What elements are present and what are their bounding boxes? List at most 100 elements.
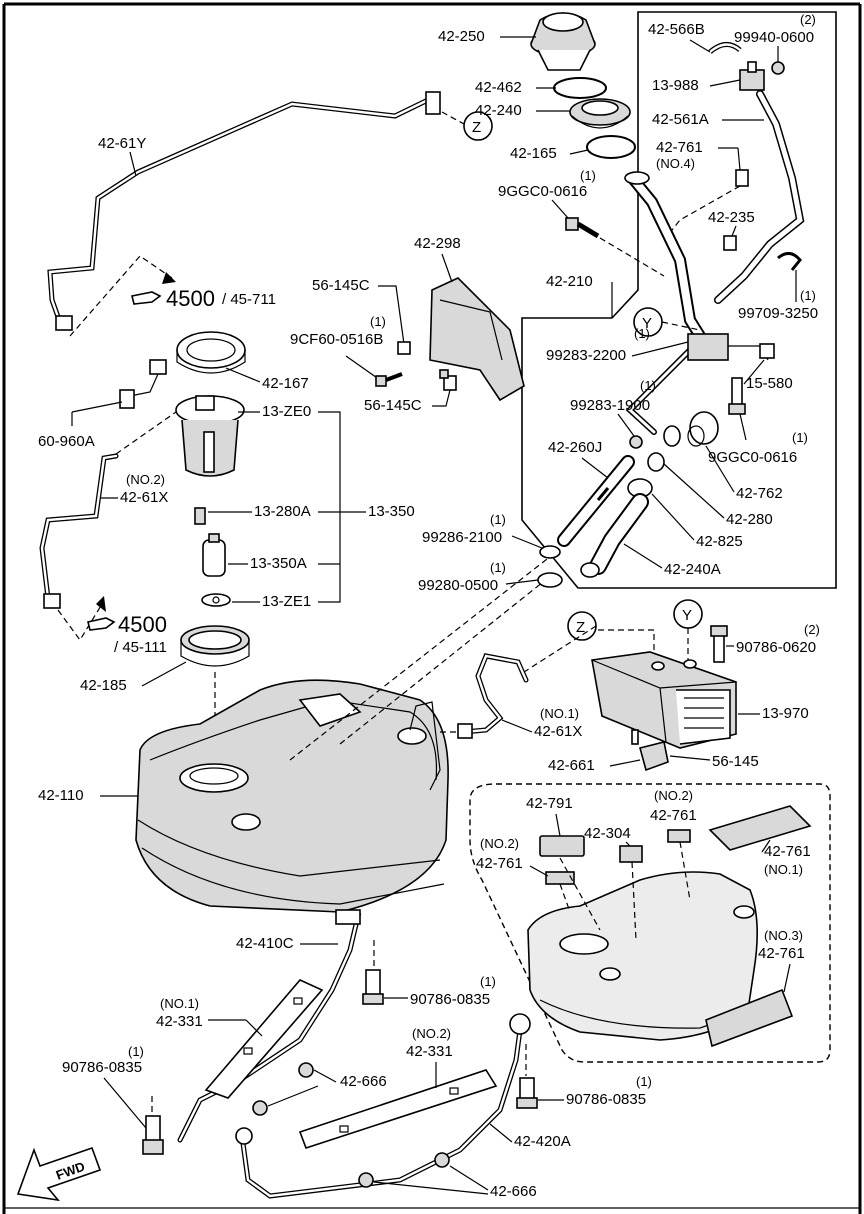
- pressure-regulator-13-280a: [194, 507, 206, 525]
- bolt-9ggc0-0616-a: [565, 217, 600, 239]
- label-42-110: 42-110: [38, 787, 84, 804]
- dash-pad-761-no2b: [559, 883, 571, 913]
- leader-z-top: [441, 111, 465, 125]
- leader-42-791: [555, 813, 561, 837]
- leader-99286: [511, 535, 543, 549]
- ref-4500-top: 4500: [166, 286, 215, 311]
- callout-z-top: [463, 111, 493, 141]
- pad-42-791: [539, 835, 585, 857]
- forward-arrow-icon: [16, 1146, 102, 1202]
- leader-42-761-no3: [783, 963, 791, 993]
- leader-99283-2200: [631, 341, 689, 357]
- label-56-145c-a: 56-145C: [312, 277, 370, 294]
- gasket-42-185: [180, 625, 250, 667]
- label-99709-3250: 99709-3250: [738, 305, 818, 322]
- label-90786-0835-c: 90786-0835: [566, 1091, 646, 1108]
- hose-42-240a: [580, 493, 649, 578]
- qty-99280: (1): [490, 560, 506, 575]
- fuel-cap-42-250: [530, 12, 596, 71]
- label-42-410c: 42-410C: [236, 935, 294, 952]
- filler-pipe-inset-box: [521, 11, 837, 589]
- fuel-pipe-42-61x-no2: [39, 453, 119, 609]
- label-13-970: 13-970: [762, 705, 809, 722]
- lock-ring-42-167: [176, 331, 246, 374]
- label-42-666-b: 42-666: [490, 1183, 537, 1200]
- label-42-761-no2-b: 42-761: [476, 855, 523, 872]
- callout-z-top-text: Z: [472, 119, 481, 136]
- label-42-761-no2-a: 42-761: [650, 807, 697, 824]
- label-42-661: 42-661: [548, 757, 595, 774]
- bracket-42-298: [429, 277, 525, 402]
- label-13-988: 13-988: [652, 77, 699, 94]
- label-90786-0835-b: 90786-0835: [62, 1059, 142, 1076]
- qty-90786-0620: (2): [804, 622, 820, 637]
- leader-13-988: [709, 79, 741, 87]
- clip-99940-0600: [771, 61, 785, 75]
- qty-90786-0835-c: (1): [636, 1074, 652, 1089]
- label-42-167: 42-167: [262, 375, 309, 392]
- label-99283-2200: 99283-2200: [546, 347, 626, 364]
- qty-42-761-no1: (NO.1): [764, 862, 803, 877]
- label-42-462: 42-462: [475, 79, 522, 96]
- leader-42-825: [651, 493, 695, 541]
- label-13-ze1: 13-ZE1: [262, 593, 311, 610]
- dash-tank-to-clamp: [289, 551, 557, 761]
- leader-42-761-no4-b: [737, 147, 741, 171]
- label-42-185: 42-185: [80, 677, 127, 694]
- dash-z-to-pipe: [523, 625, 597, 673]
- label-42-210: 42-210: [546, 273, 593, 290]
- leader-60-960a-h: [71, 401, 123, 413]
- callout-y-inset-text: Y: [642, 315, 652, 332]
- label-90786-0835-a: 90786-0835: [410, 991, 490, 1008]
- label-42-280: 42-280: [726, 511, 773, 528]
- filter-13-ze1: [201, 593, 231, 607]
- bolt-90786-0835-b: [142, 1115, 164, 1155]
- leader-42-666-a: [313, 1069, 337, 1083]
- leader-42-260j: [581, 457, 609, 479]
- leader-42-666-b-2: [373, 1181, 489, 1195]
- insulator-42-331-no2: [298, 1069, 498, 1149]
- leader-42-566b: [689, 39, 711, 53]
- fuel-pump-module-13-ze0: [175, 395, 245, 477]
- connector-60-960a: [119, 359, 167, 409]
- gasket-42-462: [553, 77, 607, 99]
- qty-9ggc0-b: (1): [792, 430, 808, 445]
- fuel-pump-13-350a: [202, 533, 226, 577]
- label-99940-0600: 99940-0600: [734, 29, 814, 46]
- qty-99940: (2): [800, 12, 816, 27]
- label-42-298: 42-298: [414, 235, 461, 252]
- ref-4500-mid: 4500: [118, 612, 167, 637]
- label-42-666-a: 42-666: [340, 1073, 387, 1090]
- strap-42-420a: [235, 1013, 531, 1199]
- label-90786-0620: 90786-0620: [736, 639, 816, 656]
- vent-pipe-42-61y: [47, 91, 441, 331]
- ref-45-711: / 45-711: [222, 291, 276, 308]
- leader-42-61x-no1: [501, 719, 533, 733]
- leader-y-inset: [661, 321, 701, 331]
- label-42-235: 42-235: [708, 209, 755, 226]
- hose-42-561a: [714, 90, 805, 304]
- tank-outline-inset: [527, 871, 758, 1041]
- dash-tank-to-clamp-2: [339, 577, 549, 745]
- qty-9cf60: (1): [370, 314, 386, 329]
- label-42-250: 42-250: [438, 28, 485, 45]
- ref-arrow-4500-mid: [96, 596, 106, 612]
- qty-42-331-no1: (NO.1): [160, 996, 199, 1011]
- leader-42-185: [141, 661, 187, 687]
- ref-leader-4500-top: [69, 255, 173, 337]
- leader-42-331-no1-b: [245, 1019, 263, 1037]
- canister-13-970: [591, 651, 737, 749]
- leader-99280: [505, 579, 539, 585]
- label-42-260j: 42-260J: [548, 439, 602, 456]
- bracket-42-661: [639, 741, 669, 772]
- qty-42-761-no2-b: (NO.2): [480, 836, 519, 851]
- ref-45-111: / 45-111: [114, 639, 167, 656]
- callout-z-canister-text: Z: [576, 619, 585, 636]
- hose-42-566b-inner: [709, 43, 741, 53]
- qty-42-761-no2-a: (NO.2): [654, 788, 693, 803]
- leader-56-145c-b: [432, 389, 451, 407]
- pad-42-761-no2-b: [545, 871, 575, 885]
- label-13-280a: 13-280A: [254, 503, 311, 520]
